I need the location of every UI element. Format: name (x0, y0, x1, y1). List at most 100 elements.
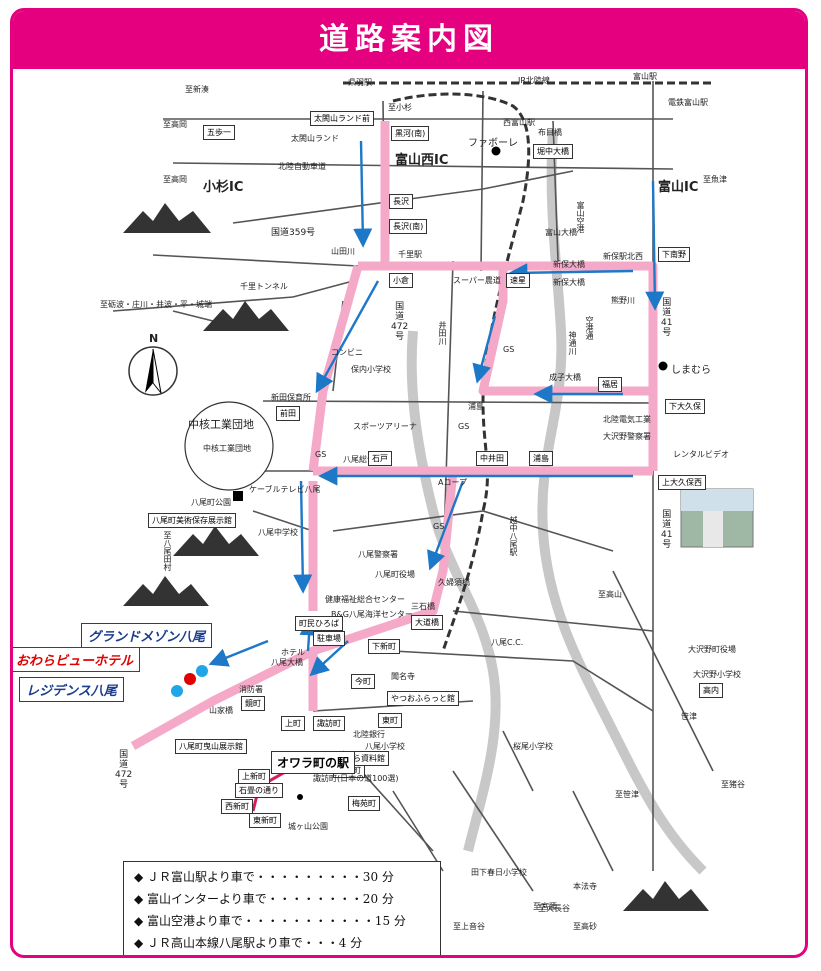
place-label: 下南野 (658, 247, 690, 262)
station-marker (297, 794, 303, 800)
place-label: 八尾大橋 (271, 658, 303, 667)
place-label: 長沢 (389, 194, 413, 209)
place-label: 久婦須橋 (438, 578, 470, 587)
minor-roads (112, 81, 714, 892)
place-label: GS (458, 422, 470, 431)
place-label: 太閤山ランド (291, 134, 339, 143)
place-label: 八尾小学校 (365, 742, 405, 751)
place-label: 空港通 (585, 316, 594, 340)
place-label: 新保大橋 (553, 260, 585, 269)
place-label: 太閤山ランド前 (310, 111, 374, 126)
route-472-label-north: 国 道 472 号 (391, 302, 409, 342)
place-label: 石戸 (368, 451, 392, 466)
place-label: 至小杉 (388, 103, 412, 112)
place-label: 八尾警察署 (358, 550, 398, 559)
place-label: 長沢(南) (389, 219, 428, 234)
place-label: 神通川 (568, 331, 577, 355)
location-markers (171, 146, 668, 800)
place-label: 諏訪町(日本の道100選) (313, 774, 399, 783)
shimamura-marker (658, 361, 668, 371)
place-label: 五歩一 (203, 125, 235, 140)
compass-n: N (149, 332, 159, 345)
access-row: ◆ 富山インターより車で・・・・・・・・20 分 (134, 892, 394, 906)
place-label: 至猪谷 (721, 780, 745, 789)
place-label: 今町 (351, 674, 375, 689)
place-label: 高内 (699, 683, 723, 698)
north-compass-icon (128, 346, 178, 396)
place-label: 山田川 (331, 247, 355, 256)
place-label: 大道橋 (411, 615, 443, 630)
access-row: ◆ ＪＲ高山本線八尾駅より車で・・・4 分 (134, 936, 363, 950)
place-label: 八尾C.C. (491, 638, 524, 647)
place-label: 越中八尾駅 (509, 516, 518, 556)
chukaku-inner-label: 中核工業団地 (203, 444, 251, 453)
place-label: 三石橋 (411, 602, 435, 611)
place-label: 城ヶ山公園 (288, 822, 328, 831)
place-label: 至高砂 (573, 922, 597, 931)
place-label: 本法寺 (573, 882, 597, 891)
toyama-nishi-ic-label: 富山西IC (395, 153, 449, 168)
residence-marker (171, 685, 183, 697)
place-label: 浦島 (468, 402, 484, 411)
chukaku-label: 中核工業団地 (188, 418, 254, 431)
place-label: 至八尾田村 (163, 531, 172, 571)
place-label: 至高岡 (163, 175, 187, 184)
place-label: 北陸電気工業 (603, 415, 651, 424)
place-label: 鏡町 (241, 696, 265, 711)
place-label: 町民ひろば (295, 616, 343, 631)
place-label: 諏訪町 (313, 716, 345, 731)
place-label: 梅苑町 (348, 796, 380, 811)
place-label: 至笹津 (615, 790, 639, 799)
place-label: GS (315, 450, 327, 459)
place-label: 成子大橋 (549, 373, 581, 382)
place-label: 浦島 (529, 451, 553, 466)
place-label: 石畳の通り (235, 783, 283, 798)
place-label: 八尾町役場 (375, 570, 415, 579)
place-label: ホテル (281, 648, 305, 657)
place-label: 中井田 (476, 451, 508, 466)
place-label: 電鉄富山駅 (668, 98, 708, 107)
place-label: 速星 (506, 273, 530, 288)
place-label: 消防署 (239, 685, 263, 694)
place-label: Aコープ (438, 478, 467, 487)
place-label: B&G八尾海洋センター (331, 610, 413, 619)
place-label: 上大久保西 (658, 475, 706, 490)
place-label: 堀中大橋 (533, 144, 573, 159)
place-label: 井田川 (438, 321, 447, 345)
map-title: 道路案内図 (13, 11, 805, 69)
owara-station-label: オワラ町の駅 (271, 751, 356, 774)
place-label: 北陸銀行 (353, 730, 385, 739)
place-label: 山家橋 (209, 706, 233, 715)
place-label: 八尾町美術保存展示館 (148, 513, 236, 528)
map-frame: 道路案内図 (10, 8, 808, 958)
place-label: コンビニ (331, 348, 363, 357)
place-label: 熊野川 (611, 296, 635, 305)
place-label: 富山空港 (576, 201, 585, 233)
residence-label: レジデンス八尾 (19, 677, 124, 702)
place-label: 八尾中学校 (258, 528, 298, 537)
place-label: 至宮腰 (533, 902, 557, 911)
place-label: 西新町 (221, 799, 253, 814)
place-label: 前田 (276, 406, 300, 421)
route-arrows (208, 140, 665, 677)
owara-view-marker (184, 673, 196, 685)
place-label: 富山駅 (633, 72, 657, 81)
place-label: 大沢野町役場 (688, 645, 736, 654)
place-label: ケーブルテレビ八尾 (249, 485, 321, 494)
place-label: GS (433, 522, 445, 531)
route-41-label-north: 国 道 41 号 (661, 298, 673, 338)
access-row: ◆ 富山空港より車で・・・・・・・・・・・15 分 (134, 914, 406, 928)
industrial-park-circle (184, 401, 274, 491)
place-label: 田下春日小学校 (471, 868, 527, 877)
place-label: 八尾総合病院 (343, 455, 391, 464)
place-label: 笹津 (681, 712, 697, 721)
place-label: 黒河(南) (391, 126, 430, 141)
famole-label: ファボーレ (468, 138, 518, 149)
route-472-label-south: 国 道 472 号 (115, 750, 133, 790)
place-label: 聞名寺 (391, 672, 415, 681)
place-label: 駐車場 (313, 631, 345, 646)
place-label: 至高山 (598, 590, 622, 599)
mountain-icons (123, 203, 709, 911)
shimamura-label: しまむら (671, 365, 711, 376)
grand-maison-label: グランドメゾン八尾 (81, 623, 213, 648)
